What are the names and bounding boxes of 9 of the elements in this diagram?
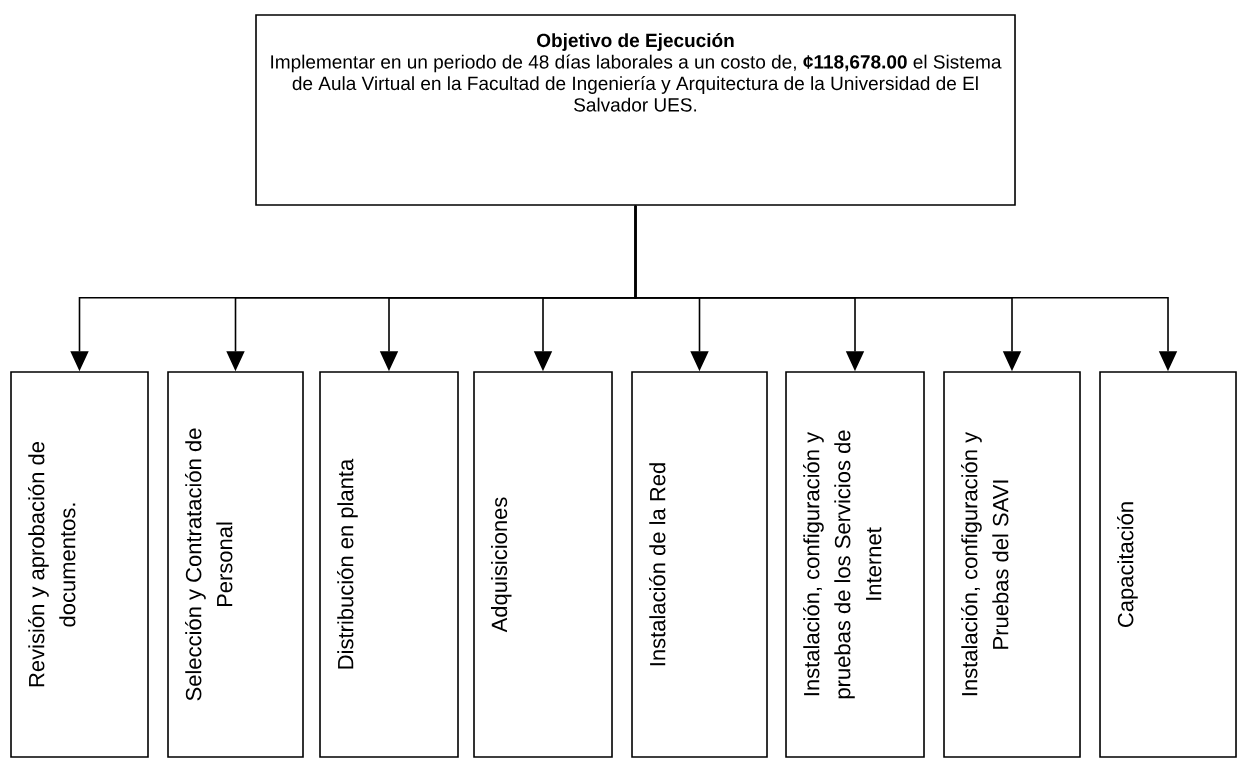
task-box: Revisión y aprobación de documentos. bbox=[10, 371, 149, 758]
task-box: Instalación, configuración y Pruebas del SAVI bbox=[943, 371, 1081, 758]
task-box: Adquisiciones bbox=[473, 371, 613, 758]
task-box: Distribución en planta bbox=[319, 371, 459, 758]
task-box: Instalación, configuración y pruebas de los Servicios de Internet bbox=[785, 371, 925, 758]
task-box: Selección y Contratación de Personal bbox=[167, 371, 304, 758]
task-box: Capacitación bbox=[1099, 371, 1237, 758]
task-box: Instalación de la Red bbox=[631, 371, 768, 758]
objective-box: Objetivo de Ejecución Implementar en un periodo de 48 días laborales a un costo de, ¢118,678.00 el Sistema de Aula Virtual en la Facultad de Ingeniería y Arquitectura de la Universidad de El Salvador UES. bbox=[255, 14, 1016, 206]
